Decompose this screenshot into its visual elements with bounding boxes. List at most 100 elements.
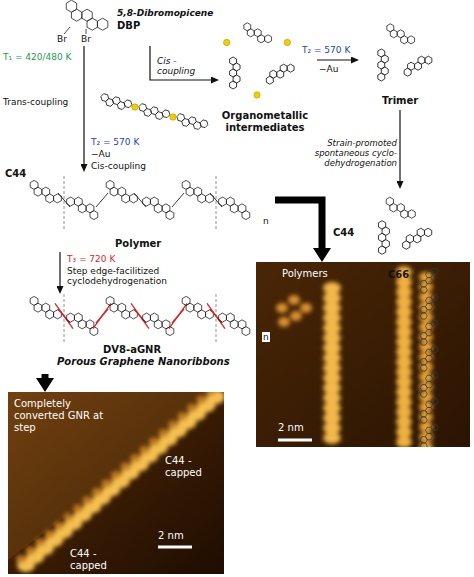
reaction-arrow [317,59,353,60]
au-atom [223,39,229,45]
stm-panel: Completely converted GNR at stepC44 -cap… [8,392,224,574]
picene-unit [219,197,250,220]
picene-unit [265,57,296,91]
repeat-bracket [64,176,216,342]
stm-feature [276,303,288,313]
node-text: DV8-aGNR [103,344,161,356]
node-text: Polymer [115,238,161,250]
stm-feature [323,432,341,444]
stm-feature [197,395,207,403]
stm-feature [111,471,121,479]
stm-feature [187,404,197,412]
stm-feature [54,521,64,529]
picene-unit [106,296,137,319]
node-text: Porous Graphene Nanoribbons [57,356,230,368]
stm-feature [64,513,74,521]
annotation: T₂ = 570 K [90,137,140,147]
stm-feature [121,463,131,471]
new-bond [55,303,73,328]
node-text: Completely converted GNR at step [14,398,114,434]
reaction-arrow [150,46,213,80]
stm-panel: Polymers2 nm [256,262,470,447]
structure-overlay [420,346,438,371]
annotation: T₃ = 720 K [66,254,116,264]
picene-unit [30,296,61,319]
stm-feature [290,311,302,321]
picene-unit [402,49,433,83]
stm-feature [83,496,93,504]
structure-overlay [420,268,438,293]
picene-unit [218,56,249,90]
structure-overlay [420,268,438,447]
stm-feature [300,303,312,313]
molecules [30,0,433,335]
bond [96,193,108,207]
reaction-arrow [83,46,84,166]
picene-unit [100,87,132,113]
new-bond [93,303,111,328]
molecule-group: C44Polymer [5,168,275,252]
au-atom [284,39,290,45]
reaction-arrow [399,110,400,183]
edge-label: T₂ = 570 K [301,45,351,55]
annotation: n [262,216,270,226]
stm-feature [130,454,140,462]
stm-feature [149,437,159,445]
au-atom [132,104,138,110]
structure-overlay [420,424,438,447]
stm-feature [45,530,55,538]
stm-feature [92,488,102,496]
picene-unit [143,197,174,220]
edge-label: Strain-promoted spontaneous cyclo-dehydr… [290,138,398,168]
edge-label: Step edge-facilitized cyclodehydrogenati… [66,266,253,286]
structure-overlay [420,320,438,345]
annotation: T₁ = 420/480 K [2,52,73,62]
stm-feature [102,479,112,487]
scale-bar [158,546,192,549]
picene-unit [176,107,208,133]
picene-unit [366,220,399,256]
node-text: DBP [117,20,140,32]
stm-feature [16,555,26,563]
stm-feature [206,392,216,395]
node-text: 5,8-Dibromopicene [117,7,213,19]
edge-label: Cis -coupling [156,56,214,76]
annotation: Cis-coupling [90,161,147,171]
annotation: Br [56,34,68,44]
picene-unit [182,180,213,203]
picene-unit [67,197,98,220]
annotation: C44 [332,228,355,238]
picene-unit [143,313,174,336]
bond [172,193,184,207]
molecule-group: Organometallic intermediates [215,18,317,136]
stm-feature [26,547,36,555]
new-bond [131,303,149,328]
picene-unit [366,48,397,82]
stm-image [256,262,470,447]
node-text: C44 -capped [165,455,213,479]
au-atom [170,114,176,120]
au-atom [254,92,260,98]
annotation: Br [80,34,92,44]
stm-feature [288,295,300,305]
stm-feature [278,317,290,327]
stm-feature [178,412,188,420]
stm-feature [396,436,412,447]
stm-feature [168,421,178,429]
structure-overlay [420,398,438,423]
node-text: 2 nm [158,530,184,542]
stm-feature [159,429,169,437]
picene-unit [30,180,61,203]
node-text: C66 [388,269,409,281]
node-text: C44 [5,168,26,180]
picene-unit [219,313,250,336]
stm-feature [35,538,45,546]
picene-unit [66,0,108,30]
stm-features [276,266,433,447]
edge-label: Trans-coupling [2,97,69,107]
step-terrace [8,392,224,560]
node-text: Organometallic intermediates [215,110,315,134]
